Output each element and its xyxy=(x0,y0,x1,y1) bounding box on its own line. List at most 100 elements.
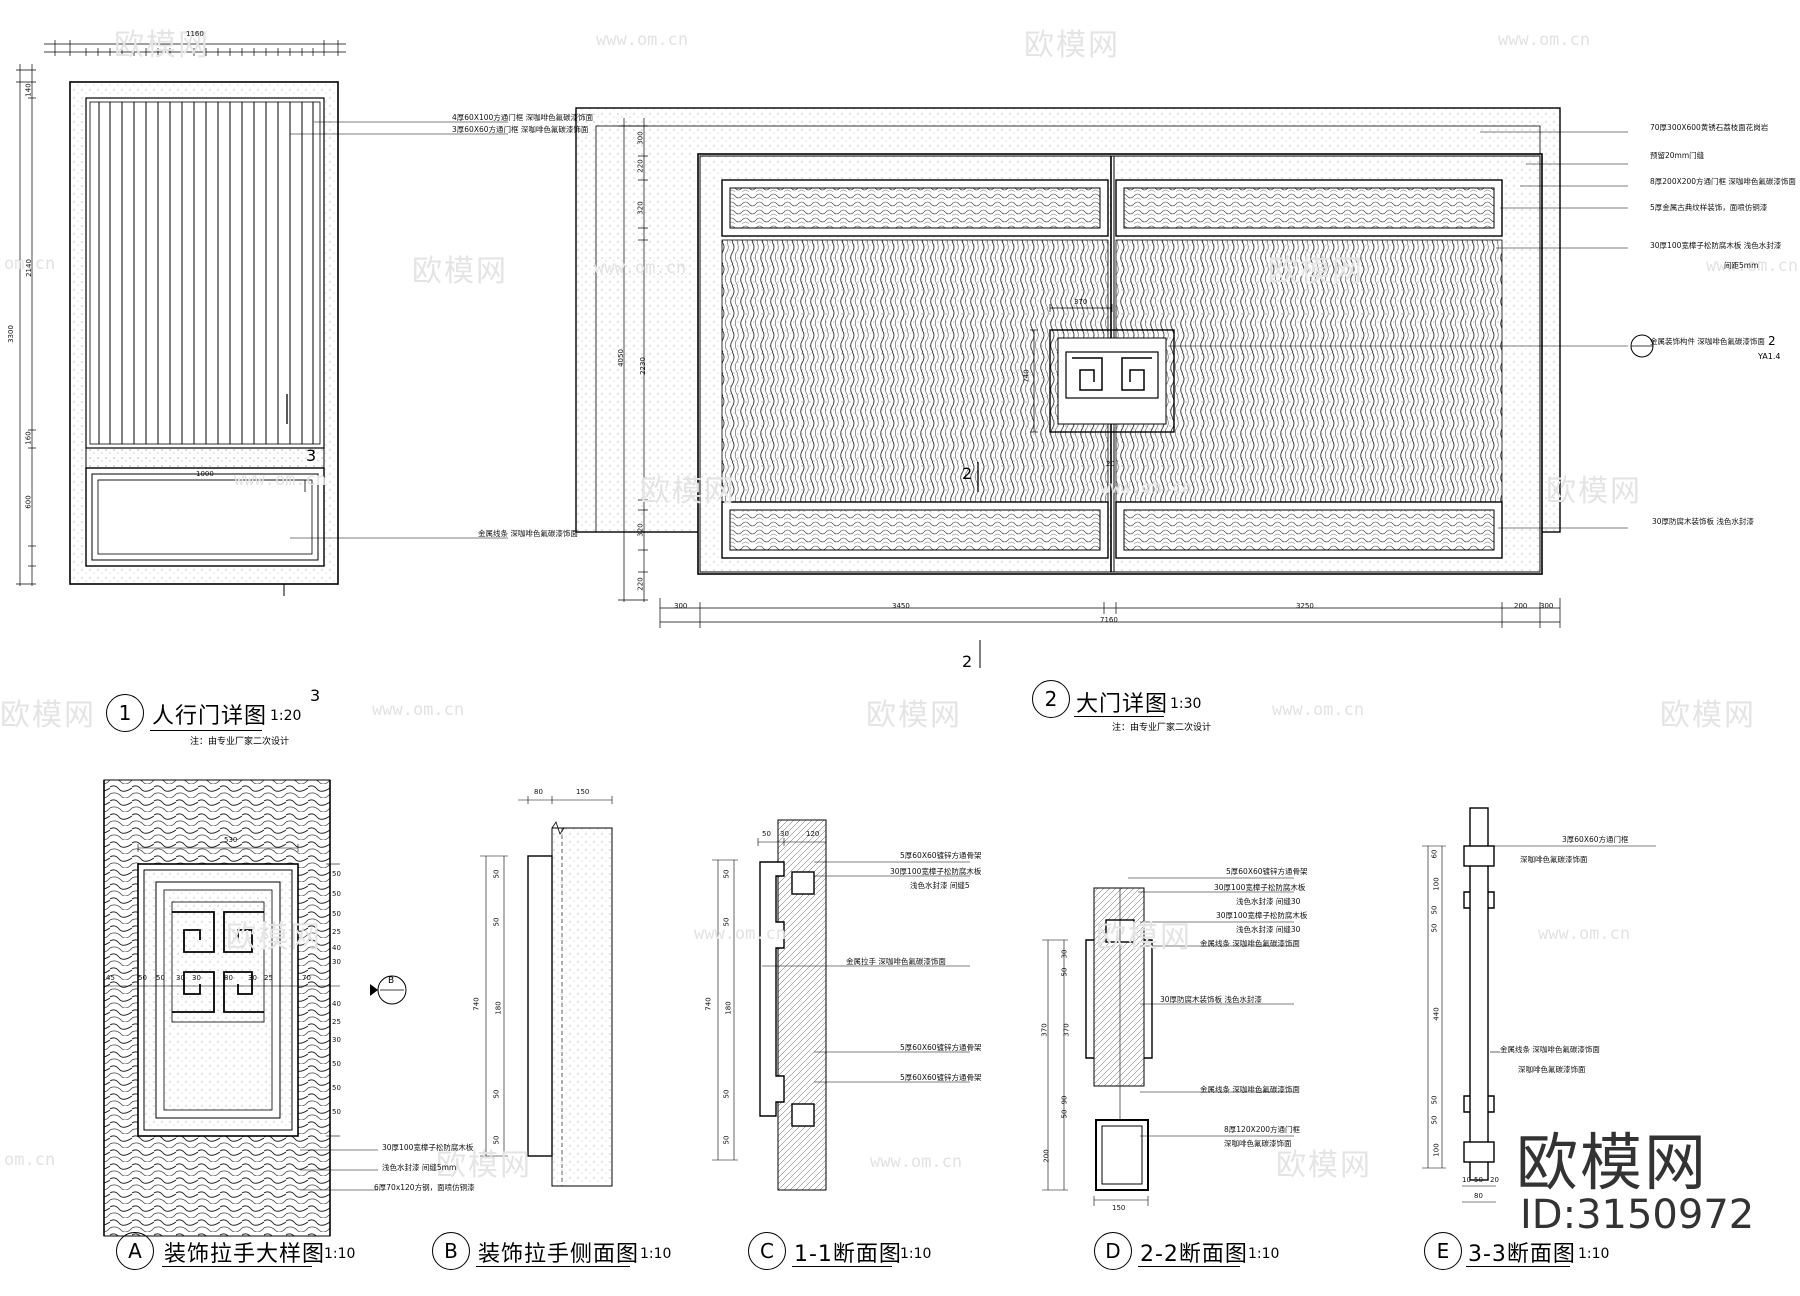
title-underline xyxy=(1138,1266,1240,1267)
dimension-text: 160 xyxy=(24,431,33,445)
handle-detail-a xyxy=(103,779,407,1237)
dimension-text: 80 xyxy=(224,974,233,982)
drawing-title: 装饰拉手大样图 xyxy=(164,1242,326,1267)
dimension-text: 740 xyxy=(472,997,481,1011)
dimension-text: 370 xyxy=(1062,1023,1071,1037)
watermark-brand: 欧模网 xyxy=(1024,28,1120,63)
dimension-text: 50 xyxy=(332,890,341,898)
section-2-2-d xyxy=(1042,877,1294,1206)
dimension-text: 1160 xyxy=(186,30,204,38)
drawing-number-badge: E xyxy=(1424,1232,1462,1270)
dimension-text: 370 xyxy=(1040,1023,1049,1037)
dimension-text: 740 xyxy=(704,997,713,1011)
dimension-text: 300 xyxy=(1540,602,1554,610)
dimension-text: 40 xyxy=(332,944,341,952)
annotation: 30厚100宽樟子松防腐木板 xyxy=(890,867,982,876)
dimension-text: 80 xyxy=(534,788,543,796)
drawing-note: 注：由专业厂家二次设计 xyxy=(190,737,290,747)
watermark-brand: 欧模网 xyxy=(1660,698,1756,733)
annotation: 5厚60X60镀锌方通骨架 xyxy=(900,1043,982,1052)
dimension-text: 3250 xyxy=(1296,602,1314,610)
annotation: 30厚100宽樟子松防腐木板 xyxy=(1214,883,1306,892)
watermark-url: om.cn xyxy=(4,1150,56,1170)
dimension-text: 50 xyxy=(332,1060,341,1068)
dimension-text: 100 xyxy=(1432,1143,1441,1157)
annotation: 深咖啡色氟碳漆饰面 xyxy=(1224,1139,1292,1148)
watermark-url: www.om.cn xyxy=(1498,30,1591,50)
section-mark: 3 xyxy=(310,686,321,705)
watermark-brand: 欧模网 xyxy=(1546,474,1642,509)
watermark-brand: 欧模网 xyxy=(226,920,322,955)
section-mark: 2 xyxy=(962,464,973,483)
dimension-text: 10 xyxy=(1462,1176,1471,1184)
drawing-number-badge: 2 xyxy=(1032,680,1070,718)
drawing-title: 装饰拉手侧面图 xyxy=(478,1242,640,1267)
annotation: 30厚100宽樟子松防腐木板 xyxy=(1216,911,1308,920)
dimension-text: 220 xyxy=(636,577,645,591)
dimension-text: 30 xyxy=(332,1036,341,1044)
dimension-text: 50 xyxy=(1430,1095,1439,1105)
dimension-text: 50 xyxy=(332,1108,341,1116)
title-underline xyxy=(476,1266,630,1267)
annotation: 5厚60X60镀锌方通骨架 xyxy=(900,851,982,860)
main-gate-elevation xyxy=(575,107,1654,668)
annotation: 70厚300X600黄锈石荔枝面花岗岩 xyxy=(1650,123,1769,132)
dimension-text: 80 xyxy=(1474,1192,1483,1200)
watermark-url: www.om.cn xyxy=(1706,256,1799,276)
watermark-brand: 欧模网 xyxy=(412,254,508,289)
dimension-text: 70 xyxy=(302,974,311,982)
title-underline xyxy=(1466,1266,1570,1267)
annotation: 30厚100宽樟子松防腐木板 浅色水封漆 xyxy=(1650,241,1782,250)
dimension-text: 50 xyxy=(722,869,731,879)
dimension-text: 300 xyxy=(636,131,645,145)
annotation: 金属线条 深咖啡色氟碳漆饰面 xyxy=(1200,1085,1300,1094)
reference-sheet: YA1.4 xyxy=(1758,352,1781,361)
dimension-text: 370 xyxy=(1074,298,1088,306)
dimension-text: 200 xyxy=(1042,1149,1051,1163)
annotation: 30厚100宽樟子松防腐木板 xyxy=(382,1143,474,1152)
watermark-brand: 欧模网 xyxy=(1276,1148,1372,1183)
drawing-number-badge: C xyxy=(748,1232,786,1270)
dimension-text: 50 xyxy=(722,917,731,927)
dimension-text: 440 xyxy=(1432,1007,1441,1021)
annotation: 深咖啡色氟碳漆饰面 xyxy=(1520,855,1588,864)
dimension-text: 50 xyxy=(332,870,341,878)
watermark-url: om.cn xyxy=(4,254,56,274)
dimension-text: 600 xyxy=(24,495,33,509)
dimension-text: 60 xyxy=(1430,849,1439,859)
drawing-title: 2-2断面图 xyxy=(1140,1242,1248,1267)
model-id: ID:3150972 xyxy=(1520,1192,1755,1238)
dimension-text: 2140 xyxy=(24,259,33,277)
drawing-scale: 1:20 xyxy=(270,708,302,724)
annotation: 5厚60X60镀锌方通骨架 xyxy=(900,1073,982,1082)
dimension-text: 3300 xyxy=(6,325,15,343)
dimension-text: 25 xyxy=(332,928,341,936)
dimension-text: 50 xyxy=(1430,905,1439,915)
dimension-text: 320 xyxy=(636,201,645,215)
dimension-text: 180 xyxy=(494,1001,503,1015)
dimension-text: 120 xyxy=(806,830,820,838)
dimension-text: 220 xyxy=(636,159,645,173)
brand-logo: 欧模网 xyxy=(1516,1126,1709,1199)
reference-number: 2 xyxy=(1768,334,1776,348)
section-1-1-c xyxy=(712,819,970,1191)
dimension-text: 90 xyxy=(1060,1095,1069,1105)
dimension-text: 150 xyxy=(576,788,590,796)
drawing-number-badge: B xyxy=(432,1232,470,1270)
drawing-title: 大门详图 xyxy=(1076,692,1169,717)
annotation: 4厚60X100方通门框 深咖啡色氟碳漆饰面 xyxy=(452,113,594,122)
dimension-text: 4050 xyxy=(616,349,625,367)
annotation: 深咖啡色氟碳漆饰面 xyxy=(1518,1065,1586,1074)
dimension-text: 25 xyxy=(332,1018,341,1026)
drawing-title: 3-3断面图 xyxy=(1468,1242,1576,1267)
section-reference: B xyxy=(388,976,395,986)
annotation: 金属拉手 深咖啡色氟碳漆饰面 xyxy=(846,957,946,966)
dimension-text: 50 xyxy=(156,974,165,982)
annotation: 5厚60X60镀锌方通骨架 xyxy=(1226,867,1308,876)
annotation: 8厚120X200方通门框 xyxy=(1224,1125,1301,1134)
drawing-scale: 1:10 xyxy=(640,1246,672,1262)
dimension-text: 300 xyxy=(674,602,688,610)
annotation: 金属线条 深咖啡色氟碳漆饰面 xyxy=(1500,1045,1600,1054)
drawing-title: 人行门详图 xyxy=(152,704,268,729)
